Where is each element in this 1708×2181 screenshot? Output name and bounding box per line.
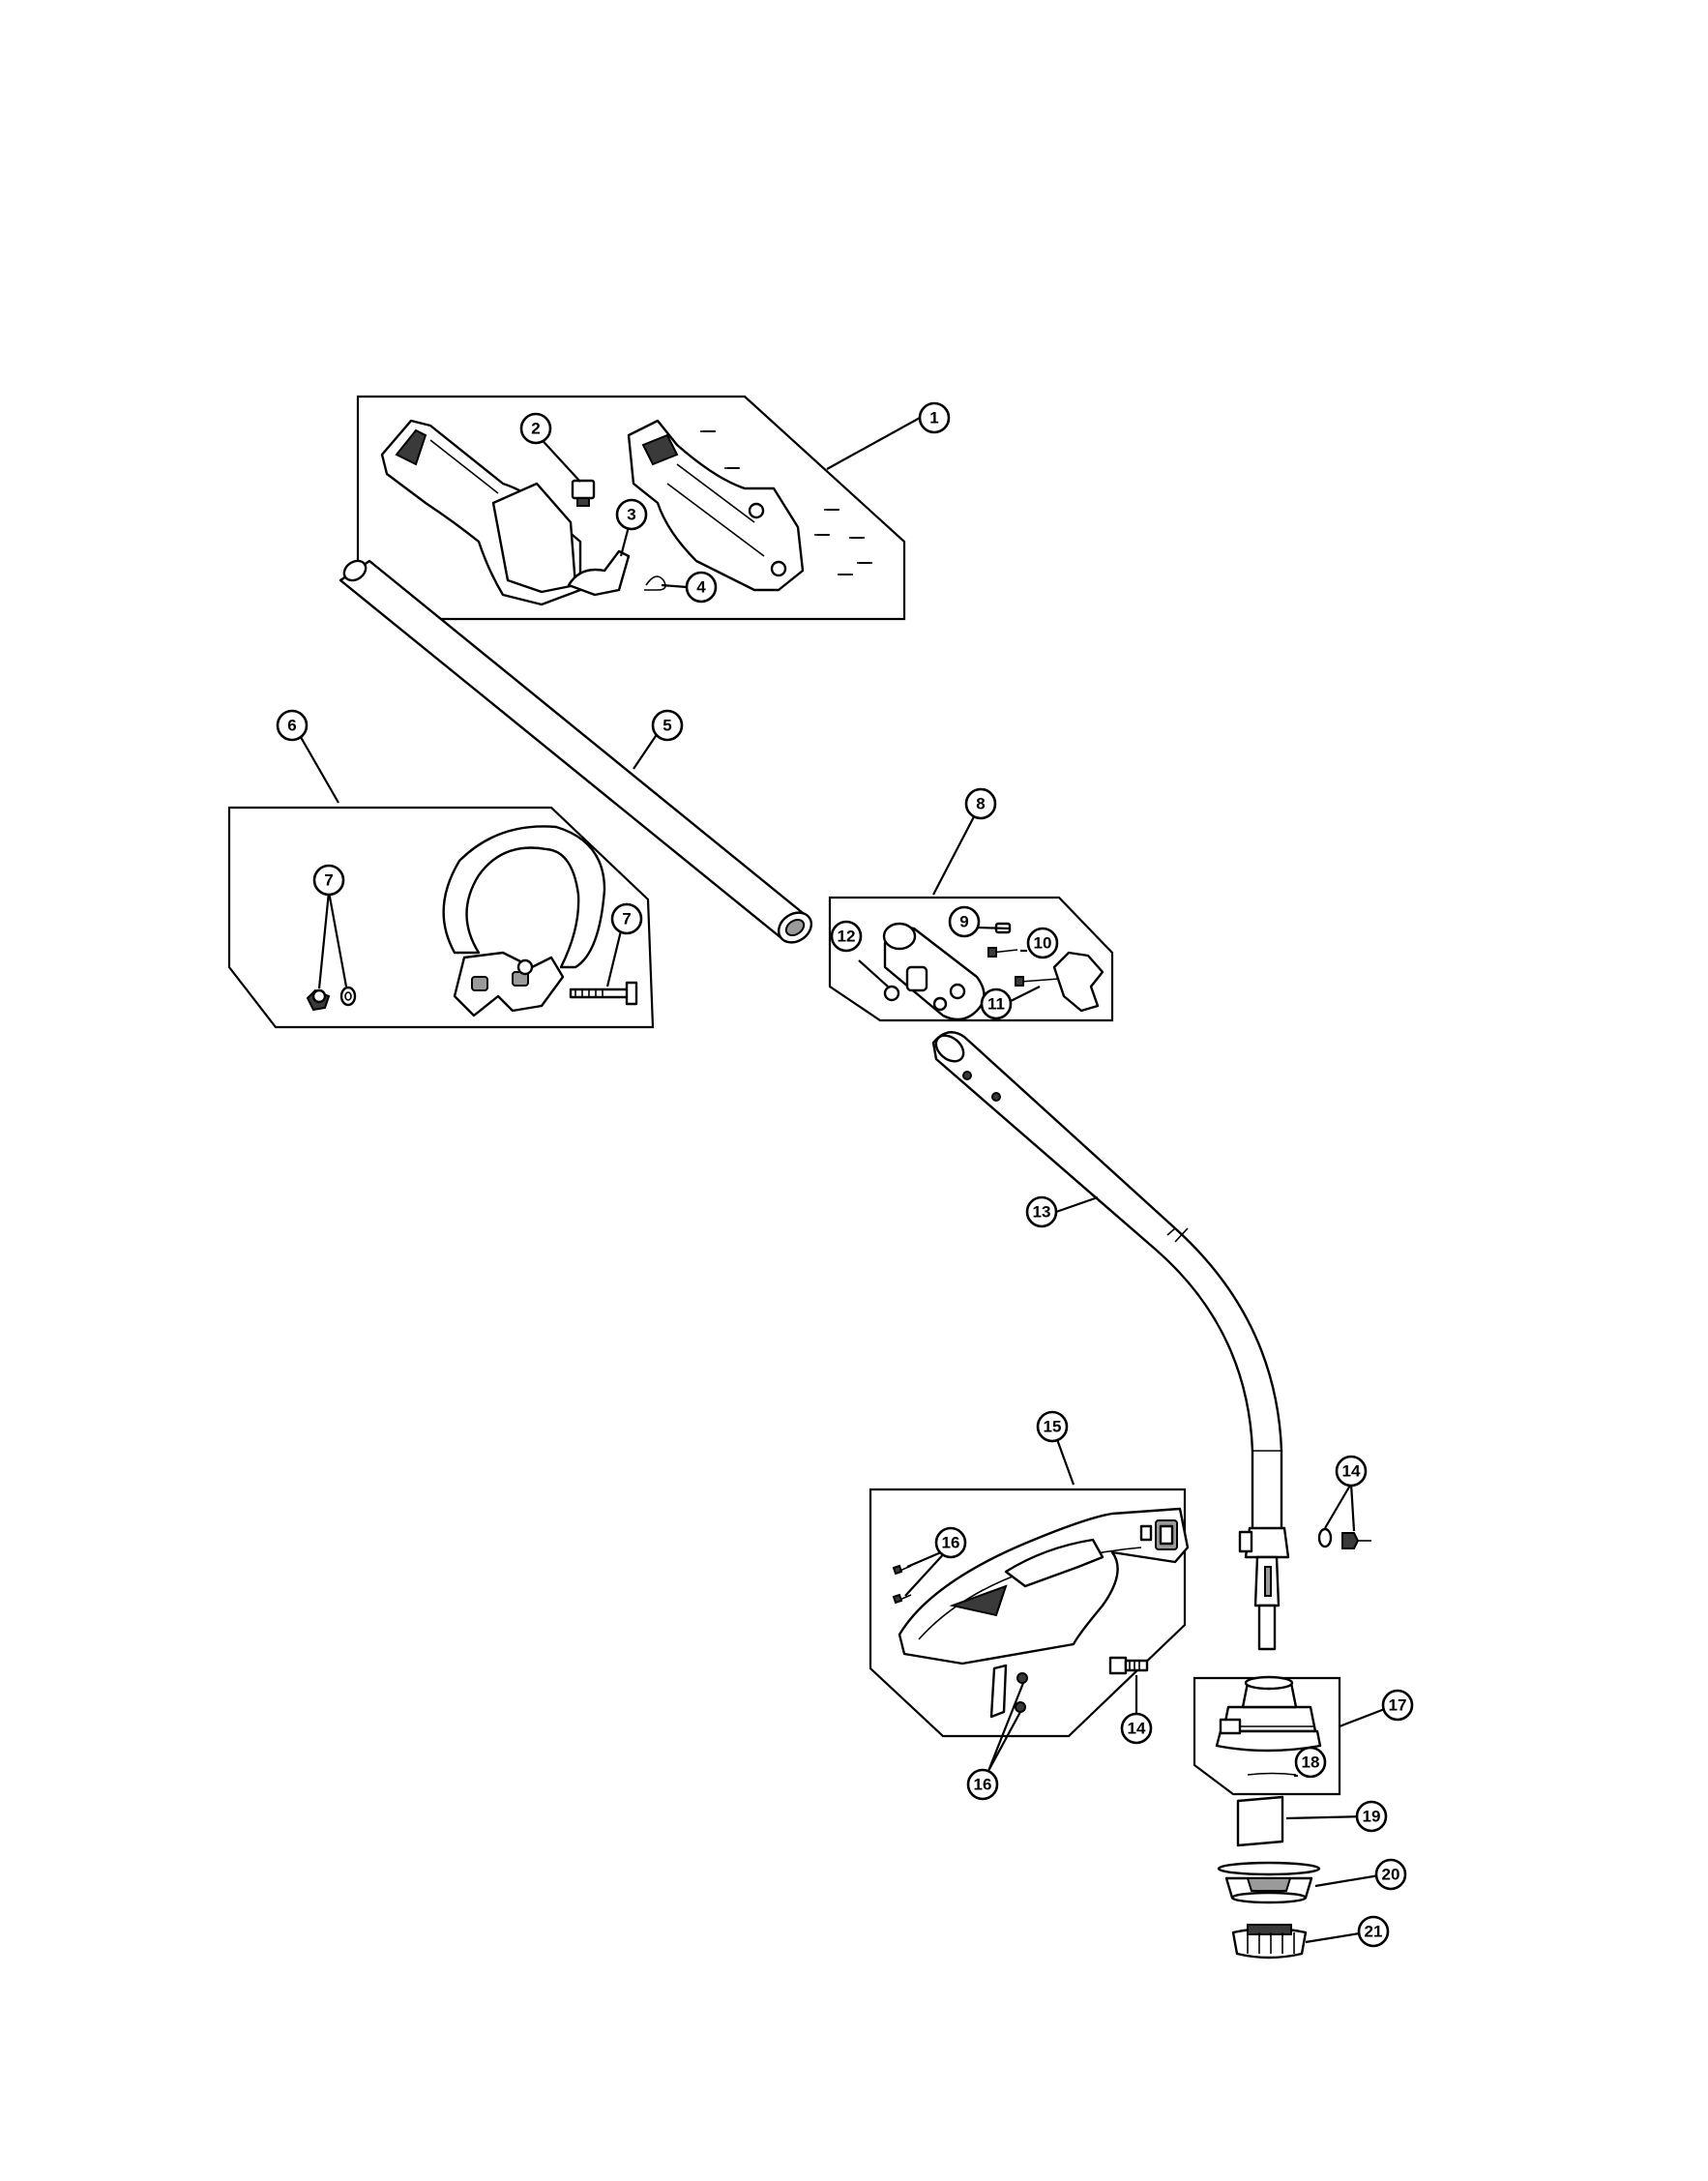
callout-19: 19 [1355,1800,1388,1833]
front-j-handle [442,825,606,1017]
svg-text:7: 7 [324,871,333,890]
callout-12: 12 [830,920,863,953]
switch-part [571,479,596,507]
spool-housing-box [1193,1676,1341,1796]
callout-17: 17 [1381,1689,1414,1722]
coupler-nut [883,985,900,1002]
front-handle-nut-washer [306,986,357,1012]
shaft-washer-nut [1317,1527,1371,1549]
guard-shield [898,1507,1190,1665]
svg-text:15: 15 [1044,1418,1062,1436]
svg-text:3: 3 [627,506,635,524]
trimmer-line [1247,1772,1297,1776]
callout-13: 13 [1025,1195,1058,1228]
svg-text:14: 14 [1128,1720,1146,1738]
callout-6: 6 [276,709,309,742]
svg-text:19: 19 [1363,1808,1381,1826]
guard-assembly-box [869,1488,1187,1738]
coupler-housing [882,922,986,1021]
svg-text:5: 5 [663,717,671,735]
spool-spring [1236,1795,1284,1847]
callout-3: 3 [615,498,648,531]
bump-knob [1231,1924,1308,1960]
callout-2: 2 [519,412,552,445]
callout-7-left: 7 [312,864,345,897]
coupler-pin [987,947,1018,958]
handle-screws [700,430,872,575]
upper-shaft [339,559,813,944]
svg-text:8: 8 [976,795,985,813]
svg-text:6: 6 [287,717,296,735]
callout-9: 9 [948,905,981,938]
spring-part [644,575,666,591]
callout-16-upper: 16 [934,1526,967,1559]
callout-11: 11 [980,987,1013,1020]
coupler-assembly-box [828,896,1114,1022]
callout-21: 21 [1357,1915,1390,1948]
guard-screws [892,1564,912,1605]
front-handle-bolt [569,981,638,1006]
svg-text:16: 16 [974,1776,992,1794]
svg-text:17: 17 [1389,1696,1407,1715]
svg-text:12: 12 [838,928,856,946]
svg-text:21: 21 [1365,1923,1383,1941]
svg-text:7: 7 [622,910,631,928]
spool-housing [1215,1675,1322,1753]
callout-1: 1 [918,401,951,434]
svg-text:18: 18 [1302,1754,1320,1772]
lower-shaft [931,1031,1290,1651]
svg-text:11: 11 [987,995,1005,1014]
callout-10: 10 [1026,927,1059,959]
guard-bolt [1108,1656,1149,1675]
svg-text:14: 14 [1342,1462,1361,1481]
front-handle-assembly-box [227,806,655,1029]
callout-4: 4 [685,571,718,604]
svg-text:1: 1 [929,409,938,427]
svg-text:10: 10 [1034,934,1052,953]
callout-8: 8 [964,787,997,820]
svg-text:16: 16 [942,1534,960,1552]
callout-5: 5 [651,709,684,742]
callout-14-lower: 14 [1120,1712,1153,1745]
callout-20: 20 [1374,1858,1407,1891]
callout-14-upper: 14 [1335,1455,1368,1488]
svg-text:13: 13 [1033,1203,1051,1222]
rear-handle-right-half [627,419,805,592]
trigger-part [567,549,631,597]
callout-7-right: 7 [610,902,643,935]
line-cutter-blade [989,1664,1028,1719]
callout-15: 15 [1036,1410,1069,1443]
callout-18: 18 [1294,1746,1327,1779]
coupler-knob [1015,951,1104,1013]
callout-16-lower: 16 [966,1768,999,1801]
spool [1217,1861,1321,1904]
svg-text:4: 4 [696,578,706,597]
svg-text:2: 2 [531,420,540,438]
svg-text:20: 20 [1382,1866,1400,1884]
svg-text:9: 9 [959,913,968,931]
